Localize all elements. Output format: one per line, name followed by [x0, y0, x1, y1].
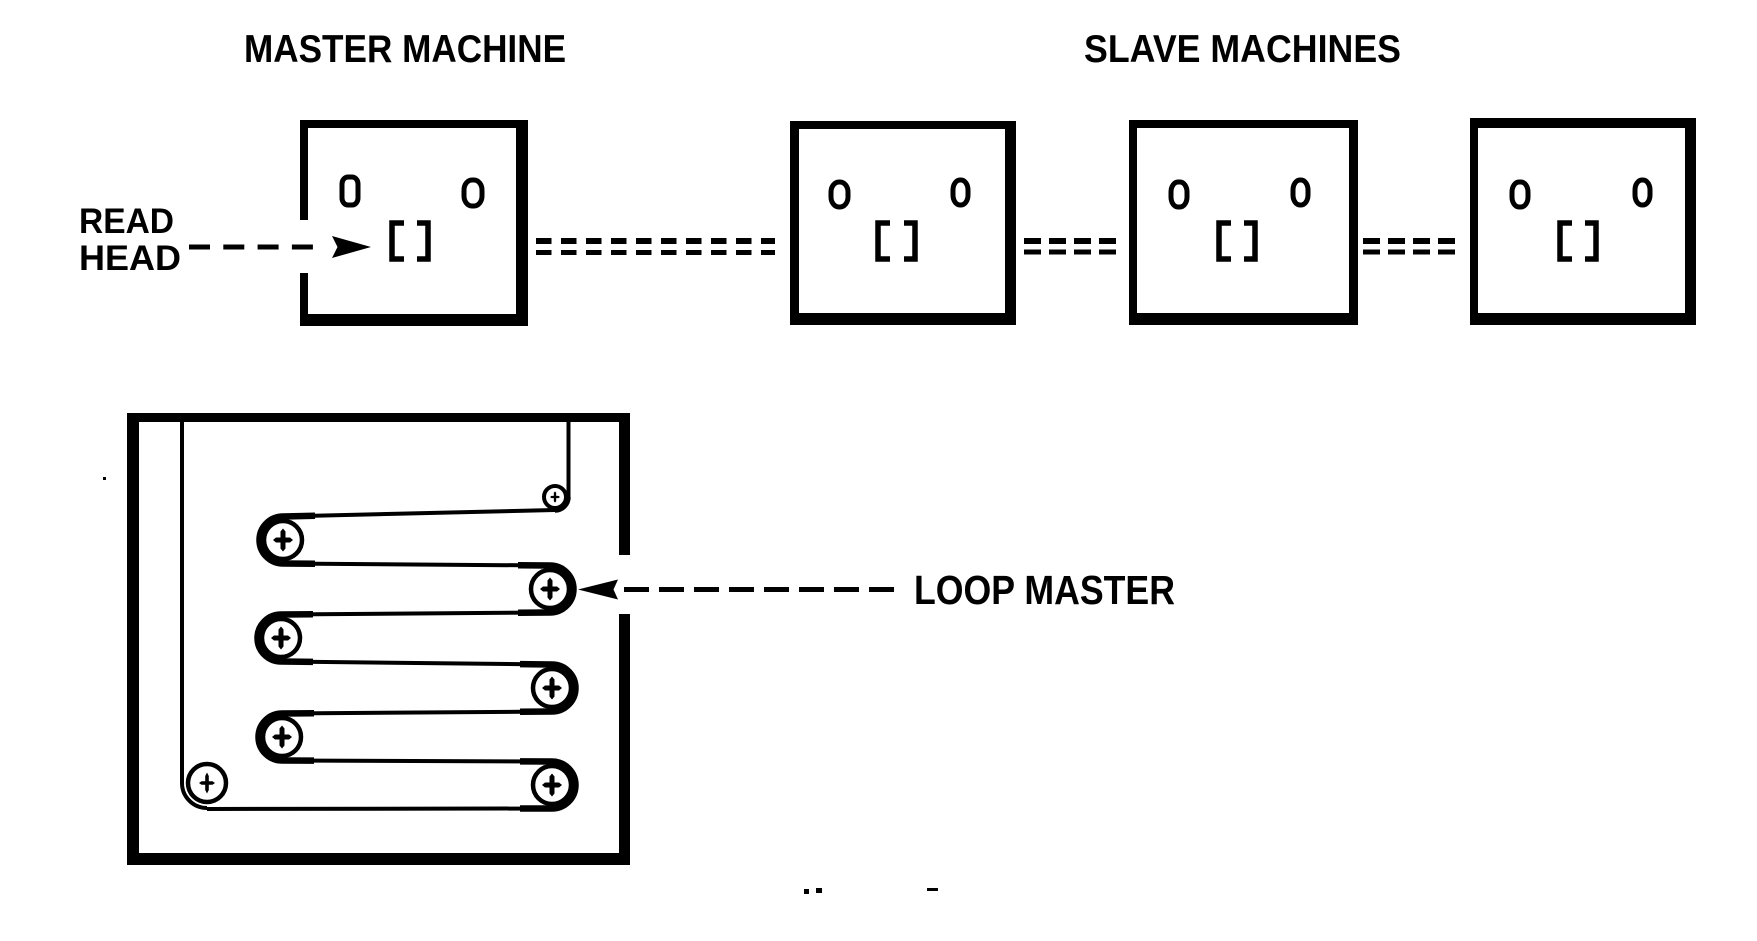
- svg-text:HEAD: HEAD: [79, 239, 181, 278]
- svg-text:SLAVE MACHINES: SLAVE MACHINES: [1084, 28, 1401, 71]
- svg-text:MASTER MACHINE: MASTER MACHINE: [244, 28, 566, 71]
- svg-text:READ: READ: [79, 202, 174, 241]
- svg-text:LOOP MASTER: LOOP MASTER: [914, 567, 1175, 613]
